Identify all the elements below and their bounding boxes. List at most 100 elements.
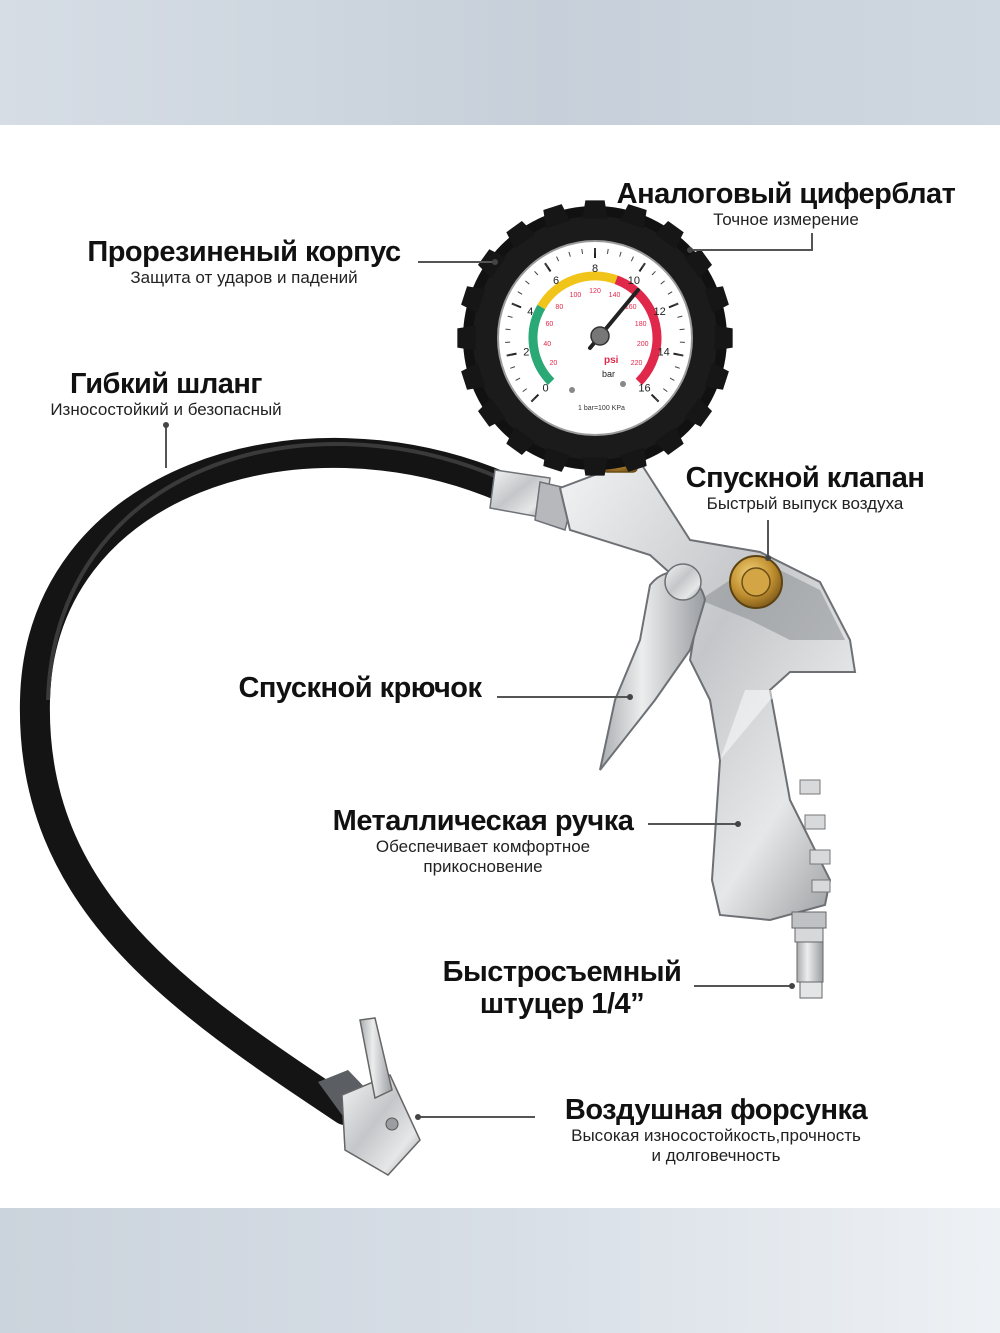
callout-title: Воздушная форсунка xyxy=(564,1094,868,1126)
bar-tick-label: 2 xyxy=(523,347,529,359)
leader-lines xyxy=(165,233,813,1118)
callout-title: Спускной клапан xyxy=(685,462,925,494)
bar-tick-label: 0 xyxy=(542,382,548,394)
psi-tick-label: 180 xyxy=(635,321,647,328)
boot-tooth xyxy=(506,427,535,456)
callout-title: Аналоговый циферблат xyxy=(616,178,956,210)
boot-tooth xyxy=(582,457,608,476)
minor-tick xyxy=(619,251,622,257)
trigger-lever xyxy=(599,563,707,771)
minor-tick xyxy=(506,354,512,357)
minor-tick xyxy=(568,251,571,257)
minor-tick xyxy=(544,262,549,268)
minor-tick xyxy=(606,248,609,254)
gauge-needle-hub xyxy=(590,326,610,346)
hose-highlight xyxy=(46,441,501,701)
callout-release-valve: Спускной клапан Быстрый выпуск воздуха xyxy=(670,462,940,514)
hose xyxy=(19,437,520,1125)
minor-tick xyxy=(525,280,530,285)
callout-rubber-body: Прорезиненый корпус Защита от ударов и п… xyxy=(70,236,418,288)
boot-tooth xyxy=(655,427,684,456)
callout-subtitle: Быстрый выпуск воздуха xyxy=(706,494,904,513)
dial-bar-unit: bar xyxy=(602,369,615,379)
minor-tick xyxy=(522,388,528,393)
minor-tick xyxy=(556,256,560,262)
dial-footnote: 1 bar=100 KPa xyxy=(578,405,625,412)
callout-title: Спускной крючок xyxy=(238,672,482,704)
quick-connector xyxy=(791,911,827,999)
minor-tick xyxy=(630,256,634,262)
callout-trigger: Спускной крючок xyxy=(222,672,498,704)
psi-tick-label: 20 xyxy=(550,360,558,367)
callout-air-chuck: Воздушная форсунка Высокая износостойкос… xyxy=(540,1094,892,1166)
psi-tick-label: 220 xyxy=(631,360,643,367)
psi-tick-label: 40 xyxy=(543,341,551,348)
minor-tick xyxy=(669,377,675,381)
minor-tick xyxy=(531,397,536,402)
callout-metal-handle: Металлическая ручка Обеспечивает комфорт… xyxy=(318,805,648,877)
minor-tick xyxy=(677,315,683,318)
boot-tooth xyxy=(655,220,684,249)
bar-tick-label: 16 xyxy=(638,382,650,394)
psi-tick-label: 160 xyxy=(625,304,637,311)
bar-tick-label: 12 xyxy=(654,306,666,318)
minor-tick xyxy=(641,262,646,268)
boot-tooth xyxy=(477,249,506,278)
bar-tick-label: 8 xyxy=(592,263,598,275)
psi-tick-label: 200 xyxy=(637,341,649,348)
minor-tick xyxy=(534,270,539,276)
boot-tooth xyxy=(543,204,571,229)
boot-tooth xyxy=(704,362,729,390)
gauge-color-bands xyxy=(528,271,662,386)
boot-tooth xyxy=(684,249,713,278)
boot-tooth xyxy=(619,204,647,229)
callout-subtitle: Защита от ударов и падений xyxy=(130,268,358,287)
psi-tick-label: 100 xyxy=(570,292,582,299)
psi-tick-label: 140 xyxy=(609,292,621,299)
bar-tick-label: 4 xyxy=(527,306,533,318)
bar-tick-label: 6 xyxy=(553,275,559,287)
callout-subtitle-line2: и долговечность xyxy=(651,1146,781,1165)
minor-tick xyxy=(654,397,659,402)
minor-tick xyxy=(511,303,517,306)
boot-tooth xyxy=(714,325,733,351)
boot-tooth xyxy=(704,286,729,314)
callout-title-line1: Быстросъемный xyxy=(442,956,682,988)
boot-tooth xyxy=(506,220,535,249)
callout-title: Гибкий шланг xyxy=(69,368,263,400)
bottom-gradient-band xyxy=(0,1208,1000,1333)
callout-title: Металлическая ручка xyxy=(332,805,634,837)
minor-tick xyxy=(651,270,656,276)
minor-tick xyxy=(507,315,513,318)
release-valve xyxy=(729,555,783,609)
gauge-ticks: 0246810121416204060801001201401601802002… xyxy=(505,248,685,403)
psi-tick-label: 120 xyxy=(589,288,601,295)
minor-tick xyxy=(673,303,679,306)
minor-tick xyxy=(515,377,521,381)
boot-tooth xyxy=(461,286,486,314)
callout-analog-dial: Аналоговый циферблат Точное измерение xyxy=(600,178,972,230)
callout-quick-connector: Быстросъемный штуцер 1/4” xyxy=(428,956,696,1020)
gauge-band xyxy=(528,304,555,386)
minor-tick xyxy=(662,388,668,393)
minor-tick xyxy=(667,291,673,295)
top-gradient-band xyxy=(0,0,1000,125)
boot-tooth xyxy=(619,447,647,472)
callout-title-line2: штуцер 1/4” xyxy=(479,988,645,1020)
air-chuck xyxy=(318,1017,421,1176)
boot-tooth xyxy=(582,200,608,219)
gauge-band xyxy=(537,271,618,310)
dial-psi-unit: psi xyxy=(604,355,619,366)
minor-tick xyxy=(678,354,684,357)
bar-tick-label: 14 xyxy=(658,347,670,359)
callout-flexible-hose: Гибкий шланг Износостойкий и безопасный xyxy=(20,368,312,420)
boot-tooth xyxy=(684,398,713,427)
callout-subtitle-line1: Обеспечивает комфортное xyxy=(375,837,591,856)
boot-tooth xyxy=(461,362,486,390)
boot-tooth xyxy=(457,325,476,351)
boot-tooth xyxy=(543,447,571,472)
minor-tick xyxy=(510,366,516,369)
minor-tick xyxy=(674,366,680,369)
minor-tick xyxy=(581,248,584,254)
